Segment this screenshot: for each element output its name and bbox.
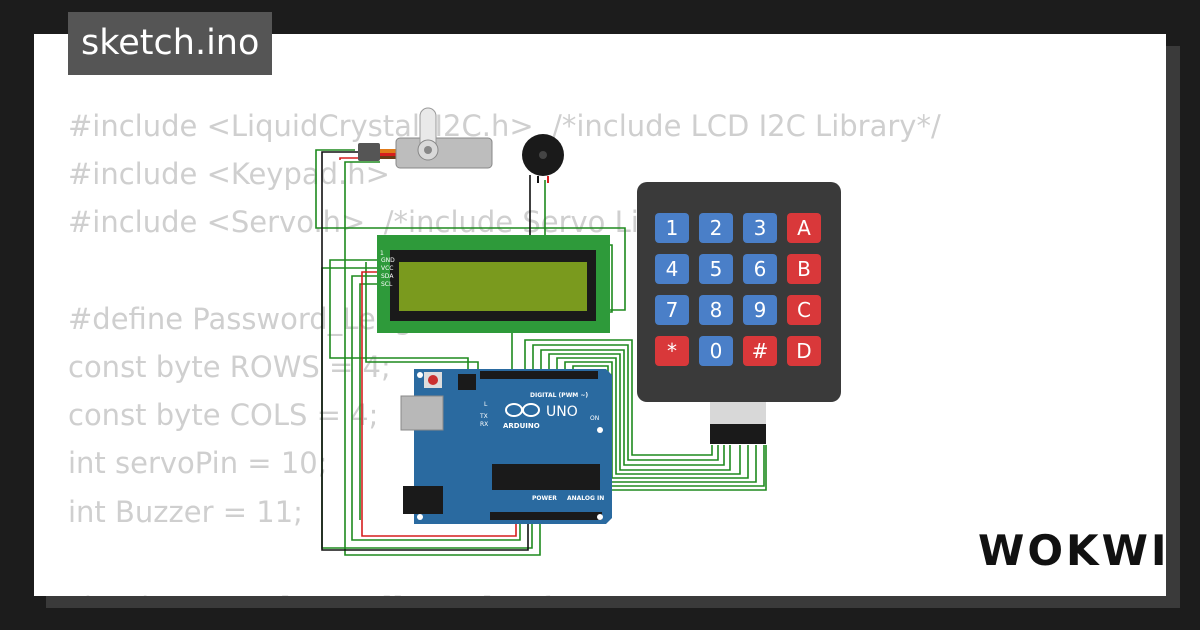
code-line: const byte COLS = 4; <box>68 398 379 433</box>
keypad-key-B[interactable]: B <box>787 254 821 284</box>
digital-label: DIGITAL (PWM ~) <box>530 392 588 399</box>
wire-servo-signal <box>315 149 626 311</box>
wire-key-4 <box>548 353 731 471</box>
uno-label: UNO <box>546 404 578 420</box>
wires-green <box>315 149 767 556</box>
keypad-key-0[interactable]: 0 <box>699 336 733 366</box>
power-jack <box>403 486 443 514</box>
keypad-key-label: D <box>796 339 811 363</box>
keypad-key-6[interactable]: 6 <box>743 254 777 284</box>
lcd-pin-marker: 1 <box>380 250 384 257</box>
arduino-uno-board[interactable]: UNO ARDUINO DIGITAL (PWM ~) POWER ANALOG… <box>400 369 612 524</box>
code-line: int Buzzer = 11; <box>68 494 303 529</box>
lcd-pin-vcc: VCC <box>381 265 393 272</box>
analog-label: ANALOG IN <box>567 495 604 502</box>
power-analog-header <box>490 512 602 520</box>
keypad-key-label: 1 <box>666 216 679 240</box>
keypad-key-label: 7 <box>666 298 679 322</box>
wire-red-1 <box>361 271 517 537</box>
keypad-4x4[interactable]: 1 2 3 A 4 5 6 B 7 8 9 C * 0 # D <box>637 182 841 444</box>
keypad-key-8[interactable]: 8 <box>699 295 733 325</box>
lcd-pin-gnd: GND <box>381 257 395 264</box>
wire-key-1 <box>524 339 713 456</box>
keypad-key-A[interactable]: A <box>787 213 821 243</box>
wokwi-logo: WOKWI <box>978 526 1170 575</box>
keypad-key-label: * <box>667 339 677 363</box>
arduino-logo <box>505 403 540 417</box>
code-line: #include <LiquidCrystal_I2C.h> /*include… <box>68 109 941 143</box>
card-shadow-bottom <box>46 596 1180 608</box>
keypad-key-#[interactable]: # <box>743 336 777 366</box>
keypad-key-label: C <box>797 298 811 322</box>
code-line: const byte ROWS = 4; <box>68 349 391 384</box>
keypad-key-1[interactable]: 1 <box>655 213 689 243</box>
icsp-header <box>458 374 476 390</box>
keypad-key-label: 3 <box>754 216 767 240</box>
servo-motor[interactable] <box>358 107 493 169</box>
lcd-pin-labels: 1 GND VCC SDA SCL <box>380 250 395 288</box>
code-line: int servoPin = 10; <box>68 446 328 481</box>
keypad-key-label: B <box>797 257 811 281</box>
arduino-brand-label: ARDUINO <box>503 422 540 430</box>
keypad-key-label: 4 <box>666 257 679 281</box>
keypad-key-label: 5 <box>710 257 723 281</box>
keypad-key-4[interactable]: 4 <box>655 254 689 284</box>
wire-lcd-4 <box>329 259 469 375</box>
keypad-key-D[interactable]: D <box>787 336 821 366</box>
wire-servo-gnd <box>344 161 541 556</box>
sketch-filename: sketch.ino <box>68 12 273 75</box>
rx-label: RX <box>480 421 488 428</box>
power-label: POWER <box>532 495 557 502</box>
wire-key-2 <box>532 344 719 461</box>
wire-key-5 <box>556 357 741 475</box>
keypad-key-label: 6 <box>754 257 767 281</box>
wire-lcd-3 <box>359 283 378 520</box>
keypad-key-5[interactable]: 5 <box>699 254 733 284</box>
wire-key-3 <box>540 349 725 466</box>
buzzer[interactable] <box>522 134 564 183</box>
lcd-pin-sda: SDA <box>381 273 394 280</box>
keypad-key-label: 0 <box>710 339 723 363</box>
reset-button[interactable] <box>428 375 438 385</box>
keypad-key-9[interactable]: 9 <box>743 295 777 325</box>
l-label: L <box>484 401 488 408</box>
keypad-key-label: # <box>752 339 769 363</box>
lcd-pin-scl: SCL <box>381 281 393 288</box>
keypad-key-label: 9 <box>754 298 767 322</box>
keypad-key-*[interactable]: * <box>655 336 689 366</box>
keypad-key-2[interactable]: 2 <box>699 213 733 243</box>
keypad-key-label: A <box>797 216 811 240</box>
microcontroller-chip <box>492 464 600 490</box>
keypad-key-3[interactable]: 3 <box>743 213 777 243</box>
keypad-key-7[interactable]: 7 <box>655 295 689 325</box>
digital-header <box>480 371 598 379</box>
keypad-key-C[interactable]: C <box>787 295 821 325</box>
wire-lcd-2 <box>351 275 521 541</box>
wire-black-1 <box>321 151 529 551</box>
code-line: #include <Keypad.h> <box>68 157 390 192</box>
card-shadow-right <box>1166 46 1180 596</box>
on-label: ON <box>590 415 599 422</box>
tx-label: TX <box>479 413 488 420</box>
wire-lcd-5 <box>365 262 479 375</box>
keypad-key-label: 2 <box>710 216 723 240</box>
usb-port <box>400 395 444 431</box>
code-line: char hexaKeys[ROWS][COLS] = { <box>68 584 941 596</box>
lcd-display[interactable]: 1 GND VCC SDA SCL <box>377 235 610 333</box>
keypad-key-label: 8 <box>710 298 723 322</box>
